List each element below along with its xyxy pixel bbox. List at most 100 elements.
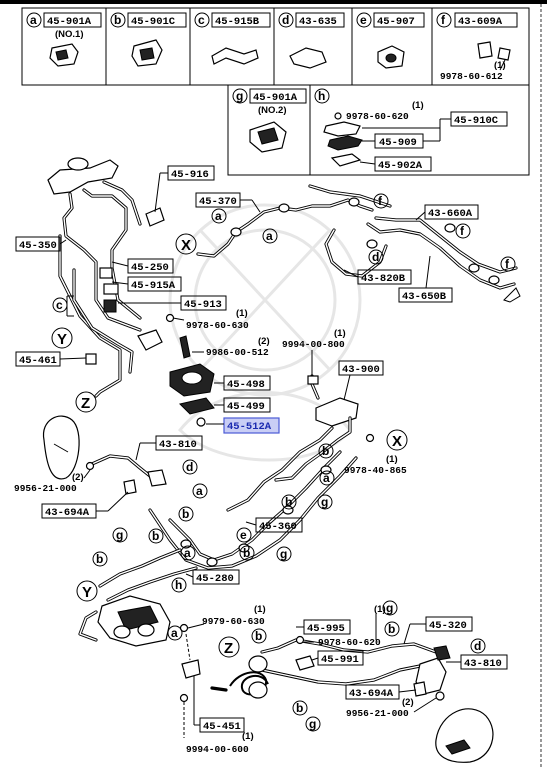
legend-box-h: h (1) 9978-60-620 45-909 45-910C 45-902A bbox=[314, 88, 508, 172]
marker-a-5: a bbox=[184, 546, 191, 560]
label-43-694A-right: 43-694A bbox=[349, 688, 394, 700]
label-45-915A: 45-915A bbox=[131, 280, 176, 292]
label-9979-60-630: 9979-60-630 bbox=[202, 616, 265, 627]
legend-part-g: 45-901A bbox=[253, 92, 298, 104]
legend-letter-a: a bbox=[30, 13, 37, 27]
marker-a-2: a bbox=[266, 229, 273, 243]
label-45-499: 45-499 bbox=[227, 401, 265, 413]
legend-qty-f: (1) bbox=[494, 60, 506, 71]
legend-note-a: (NO.1) bbox=[55, 29, 84, 40]
marker-a-1: a bbox=[215, 209, 222, 223]
marker-h-1: h bbox=[175, 578, 182, 592]
legend-box-e: e 45-907 bbox=[356, 12, 425, 69]
legend-box-a: a 45-901A (NO.1) bbox=[26, 12, 102, 67]
legend-letter-d: d bbox=[282, 13, 289, 27]
marker-b-4: b bbox=[152, 529, 159, 543]
label-43-650B: 43-650B bbox=[402, 291, 447, 303]
label-45-991: 45-991 bbox=[321, 654, 359, 666]
label-43-820B: 43-820B bbox=[361, 273, 406, 285]
highlighted-part-label[interactable]: 45-512A bbox=[223, 417, 280, 434]
clip-icon bbox=[477, 41, 493, 59]
legend-letter-e: e bbox=[360, 13, 367, 27]
part-labels: 45-916 45-370 45-350 45-250 45-915A 45-9… bbox=[14, 165, 508, 755]
lower-brake-lines bbox=[42, 415, 494, 763]
marker-b-7: b bbox=[388, 622, 395, 636]
label-43-694A-left: 43-694A bbox=[45, 507, 90, 519]
marker-d-2: d bbox=[186, 460, 193, 474]
marker-b-6: b bbox=[96, 552, 103, 566]
label-45-916: 45-916 bbox=[171, 169, 209, 181]
brake-backplate bbox=[42, 415, 80, 480]
legend-part-b: 45-901C bbox=[131, 16, 176, 28]
marker-d-1: d bbox=[372, 250, 379, 264]
marker-g-4: g bbox=[386, 601, 393, 615]
legend-letter-h: h bbox=[318, 89, 325, 103]
label-45-250: 45-250 bbox=[131, 262, 169, 274]
label-45-370: 45-370 bbox=[199, 196, 237, 208]
marker-f-1: f bbox=[378, 194, 383, 208]
legend-part-h-2: 45-910C bbox=[454, 115, 499, 127]
qty-9979-60-630: (1) bbox=[254, 604, 266, 615]
label-45-350: 45-350 bbox=[19, 240, 57, 252]
legend-letter-g: g bbox=[236, 89, 243, 103]
marker-c-1: c bbox=[56, 298, 63, 312]
label-45-360: 45-360 bbox=[259, 521, 297, 533]
qty-9994-00-800: (1) bbox=[334, 328, 346, 339]
legend-letter-c: c bbox=[198, 13, 205, 27]
label-9978-60-620: 9978-60-620 bbox=[318, 637, 381, 648]
marker-z-bottom: Z bbox=[224, 640, 233, 657]
label-45-995: 45-995 bbox=[307, 623, 345, 635]
legend-note-g: (NO.2) bbox=[258, 105, 287, 116]
label-43-900: 43-900 bbox=[342, 364, 380, 376]
bracket-icon bbox=[211, 47, 259, 65]
qty-9978-40-865: (1) bbox=[386, 454, 398, 465]
qty-9956-21-000-left: (2) bbox=[72, 472, 84, 483]
label-9956-21-000-left: 9956-21-000 bbox=[14, 483, 77, 494]
marker-b-2: b bbox=[285, 495, 292, 509]
legend-row: a 45-901A (NO.1) b 45-901C c 45-915B bbox=[21, 7, 530, 86]
marker-a-4: a bbox=[196, 484, 203, 498]
legend-box-f: f 43-609A (1) 9978-60-612 bbox=[436, 12, 518, 82]
legend-bolt-h: 9978-60-620 bbox=[346, 111, 409, 122]
valve-unit bbox=[315, 397, 359, 427]
legend-note-f: 9978-60-612 bbox=[440, 71, 503, 82]
legend-part-c: 45-915B bbox=[215, 16, 260, 28]
marker-a-6: a bbox=[171, 626, 178, 640]
brake-disc bbox=[435, 708, 494, 763]
marker-x-bottom: X bbox=[392, 433, 402, 450]
marker-e-1: e bbox=[240, 528, 247, 542]
callout-markers: X Y Z X Y Z a a f f f d c b a d a b g b … bbox=[51, 193, 516, 732]
label-9986-00-512: 9986-00-512 bbox=[206, 347, 269, 358]
legend-bolt-qty-h: (1) bbox=[412, 100, 424, 111]
bolt-icon bbox=[334, 112, 342, 120]
upper-brake-lines bbox=[47, 157, 521, 512]
legend-part-a: 45-901A bbox=[47, 16, 92, 28]
legend-row-2: g 45-901A (NO.2) h (1) 9978-60-620 45-90… bbox=[227, 84, 530, 176]
qty-9978-60-630: (1) bbox=[236, 308, 248, 319]
marker-b-3: b bbox=[182, 507, 189, 521]
marker-b-8: b bbox=[255, 629, 262, 643]
legend-box-d: d 43-635 bbox=[278, 12, 345, 69]
marker-b-1: b bbox=[322, 444, 329, 458]
marker-y-top: Y bbox=[57, 331, 67, 348]
label-45-451: 45-451 bbox=[203, 721, 241, 733]
legend-box-c: c 45-915B bbox=[194, 12, 271, 65]
marker-y-bottom: Y bbox=[82, 584, 92, 601]
label-9978-40-865: 9978-40-865 bbox=[344, 465, 407, 476]
marker-g-1: g bbox=[321, 495, 328, 509]
legend-box-b: b 45-901C bbox=[110, 12, 187, 67]
legend-letter-b: b bbox=[114, 13, 121, 27]
legend-letter-f: f bbox=[441, 13, 446, 27]
label-43-660A: 43-660A bbox=[428, 208, 473, 220]
marker-g-2: g bbox=[116, 528, 123, 542]
marker-d-3: d bbox=[474, 639, 481, 653]
label-43-810-left: 43-810 bbox=[159, 439, 197, 451]
label-45-498: 45-498 bbox=[227, 379, 265, 391]
label-45-913: 45-913 bbox=[184, 299, 222, 311]
clip-icon bbox=[289, 47, 327, 69]
marker-b-9: b bbox=[296, 701, 303, 715]
qty-9978-60-620: (1) bbox=[374, 604, 386, 615]
qty-9994-00-600: (1) bbox=[242, 731, 254, 742]
legend-box-g: g 45-901A (NO.2) bbox=[232, 88, 307, 153]
